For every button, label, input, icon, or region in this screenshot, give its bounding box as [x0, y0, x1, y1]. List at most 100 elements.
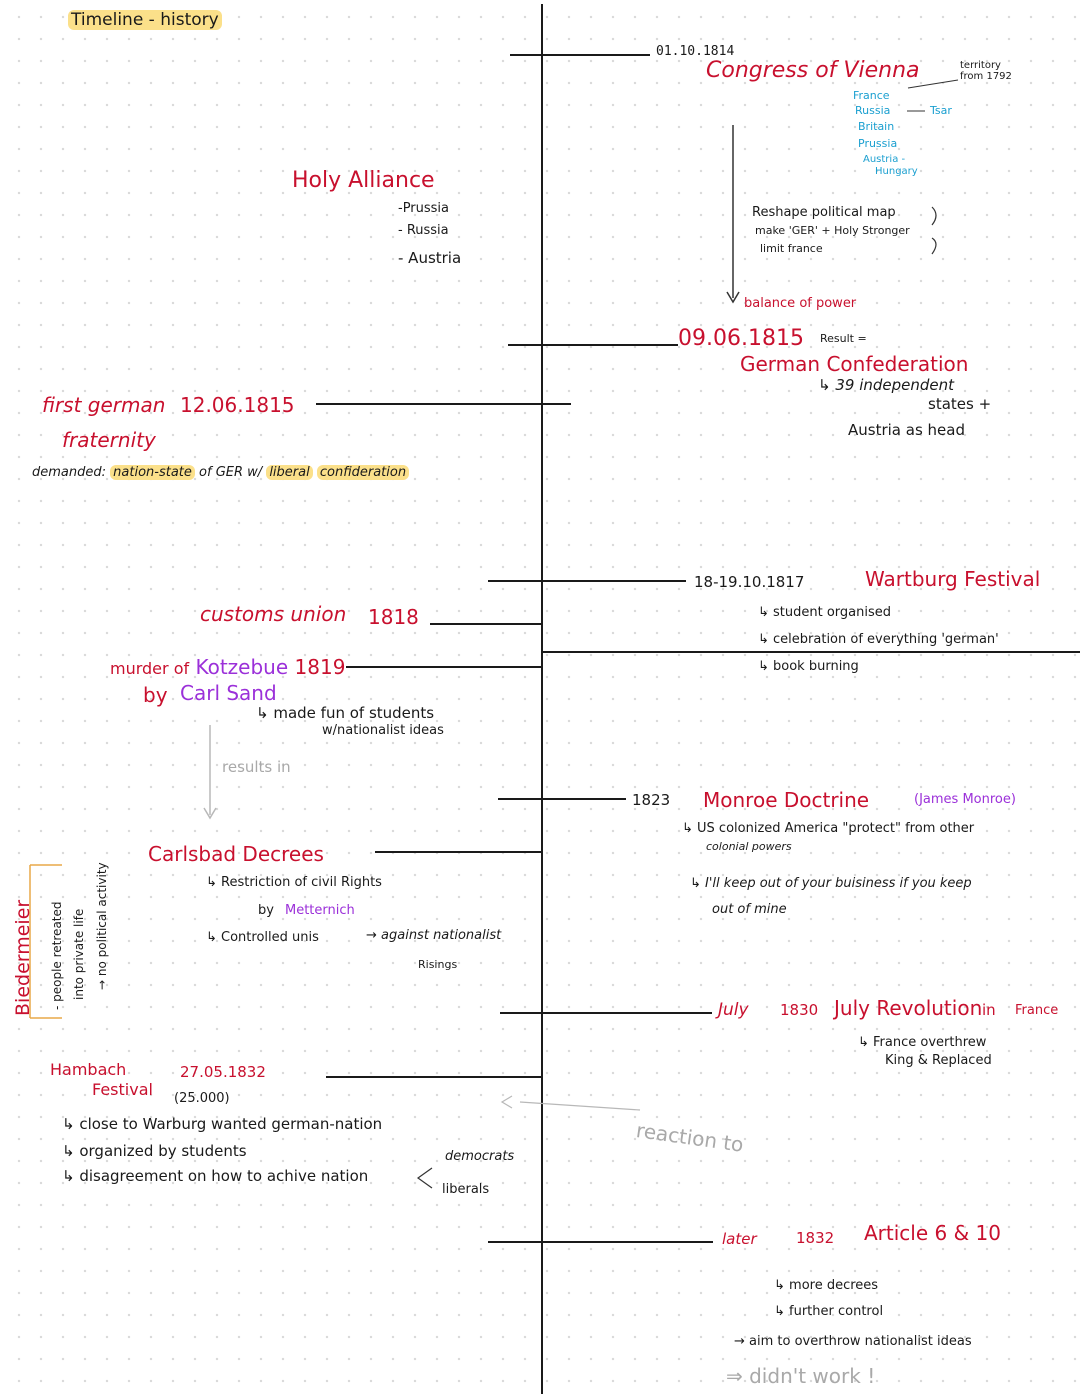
- hambach-line-3: ↳ disagreement on how to achive nation: [62, 1167, 369, 1185]
- demanded-nation-state: nation-state: [110, 465, 195, 480]
- hambach-count: (25.000): [174, 1091, 230, 1106]
- fraternity-title-1: first german: [42, 393, 166, 417]
- kotzebue-by: by: [143, 683, 168, 707]
- branch-monroe: [498, 798, 626, 800]
- july-note-1: ↳ France overthrew: [858, 1035, 987, 1050]
- kotzebue-year: 1819: [294, 655, 346, 679]
- customs-union-year: 1818: [368, 605, 419, 629]
- biedermeier-line-2: into private life: [72, 908, 86, 1000]
- hambach-option-democrats: democrats: [445, 1149, 515, 1164]
- biedermeier-line-1: - people retreated: [50, 901, 64, 1010]
- branch-wartburg-items: [543, 651, 1080, 653]
- monroe-line-4: out of mine: [712, 902, 787, 917]
- tsar-label: Tsar: [930, 104, 952, 117]
- congress-goal-2: make 'GER' + Holy Stronger: [755, 224, 910, 237]
- hambach-line-2: ↳ organized by students: [62, 1142, 247, 1160]
- wartburg-item-3: ↳ book burning: [758, 659, 859, 674]
- carlsbad-metternich: Metternich: [285, 903, 355, 918]
- branch-carlsbad: [375, 851, 542, 853]
- article-year: 1832: [796, 1229, 835, 1247]
- congress-goal-3: limit france: [760, 242, 823, 255]
- customs-union-title: customs union: [200, 602, 347, 626]
- confederation-date: 09.06.1815: [678, 326, 804, 351]
- article-line-4: ⇒ didn't work !: [726, 1364, 876, 1388]
- branch-article: [488, 1241, 713, 1243]
- demanded-mid: of GER w/: [199, 465, 263, 480]
- confederation-title: German Confederation: [740, 352, 969, 376]
- confederation-detail-3: Austria as head: [848, 421, 965, 439]
- carlsbad-line-1: ↳ Restriction of civil Rights: [206, 875, 382, 890]
- monroe-person: (James Monroe): [914, 792, 1016, 807]
- country-france: France: [853, 89, 890, 102]
- congress-territory-note: territory from 1792: [960, 60, 1012, 82]
- carlsbad-line-4: Risings: [418, 958, 458, 971]
- balance-of-power: balance of power: [744, 296, 857, 311]
- congress-date: 01.10.1814: [656, 44, 735, 59]
- article-line-3: → aim to overthrow nationalist ideas: [734, 1334, 972, 1349]
- july-note-2: King & Replaced: [885, 1053, 992, 1068]
- country-russia: Russia: [855, 104, 891, 117]
- murder-label: murder of: [110, 659, 190, 678]
- branch-customs: [430, 623, 542, 625]
- kotzebue-murder: murder of Kotzebue 1819: [110, 655, 345, 679]
- kotzebue-note-1: ↳ made fun of students: [256, 704, 435, 722]
- monroe-line-1: ↳ US colonized America "protect" from ot…: [682, 821, 975, 836]
- branch-hambach: [326, 1076, 542, 1078]
- wartburg-item-1: ↳ student organised: [758, 605, 892, 620]
- fraternity-demanded: demanded: nation-state of GER w/ liberal…: [32, 465, 410, 480]
- monroe-line-2: colonial powers: [706, 840, 792, 853]
- july-month: July: [718, 1000, 749, 1020]
- page-title: Timeline - history: [68, 10, 222, 30]
- country-hungary: Hungary: [875, 166, 918, 177]
- monroe-year: 1823: [632, 791, 671, 809]
- carlsbad-title: Carlsbad Decrees: [148, 842, 324, 866]
- kotzebue-killer: Carl Sand: [180, 681, 277, 705]
- country-austria: Austria -: [863, 154, 906, 165]
- hambach-title-2: Festival: [92, 1080, 153, 1099]
- wartburg-title: Wartburg Festival: [865, 567, 1041, 591]
- carlsbad-line-3: → against nationalist: [366, 928, 502, 943]
- july-in: in: [982, 1001, 996, 1019]
- branch-wartburg: [488, 580, 686, 582]
- monroe-line-3: ↳ I'll keep out of your buisiness if you…: [690, 876, 972, 891]
- hambach-line-1: ↳ close to Warburg wanted german-nation: [62, 1115, 383, 1133]
- biedermeier-title: Biedermeier: [12, 899, 34, 1016]
- country-britain: Britain: [858, 120, 895, 133]
- holy-alliance-title: Holy Alliance: [292, 168, 435, 193]
- branch-confederation: [508, 344, 678, 346]
- carlsbad-by: by: [258, 903, 274, 918]
- confederation-detail-2: states +: [928, 395, 992, 413]
- article-later: later: [722, 1230, 757, 1248]
- july-year: 1830: [780, 1001, 819, 1019]
- branch-kotzebue: [346, 666, 542, 668]
- biedermeier-line-3: → no political activity: [95, 862, 109, 990]
- july-place: France: [1015, 1003, 1059, 1018]
- congress-goal-1: Reshape political map: [752, 205, 896, 220]
- article-title: Article 6 & 10: [864, 1221, 1002, 1245]
- demanded-confederation: confideration: [316, 465, 410, 480]
- wartburg-date: 18-19.10.1817: [694, 573, 805, 591]
- confederation-result: Result =: [820, 332, 867, 345]
- hambach-date: 27.05.1832: [180, 1063, 266, 1081]
- fraternity-date: 12.06.1815: [180, 393, 295, 417]
- holy-alliance-member-1: -Prussia: [398, 201, 450, 216]
- monroe-person-name: James Monroe: [919, 792, 1011, 807]
- hambach-title-1: Hambach: [50, 1060, 127, 1079]
- kotzebue-note-2: w/nationalist ideas: [322, 723, 444, 738]
- hambach-option-liberals: liberals: [442, 1182, 490, 1197]
- branch-congress: [510, 54, 650, 56]
- wartburg-item-2: ↳ celebration of everything 'german': [758, 632, 999, 647]
- timeline-axis: [541, 4, 543, 1394]
- holy-alliance-member-2: - Russia: [398, 223, 449, 238]
- article-line-1: ↳ more decrees: [774, 1278, 879, 1293]
- confederation-detail-1: ↳ 39 independent: [818, 376, 955, 394]
- demanded-liberal: liberal: [266, 465, 313, 480]
- kotzebue-name: Kotzebue: [195, 655, 289, 679]
- holy-alliance-member-3: - Austria: [398, 249, 462, 267]
- results-in-label: results in: [222, 758, 291, 776]
- congress-title: Congress of Vienna: [706, 58, 920, 83]
- monroe-title: Monroe Doctrine: [703, 788, 870, 812]
- fraternity-title-2: fraternity: [62, 428, 156, 452]
- branch-fraternity: [316, 403, 571, 405]
